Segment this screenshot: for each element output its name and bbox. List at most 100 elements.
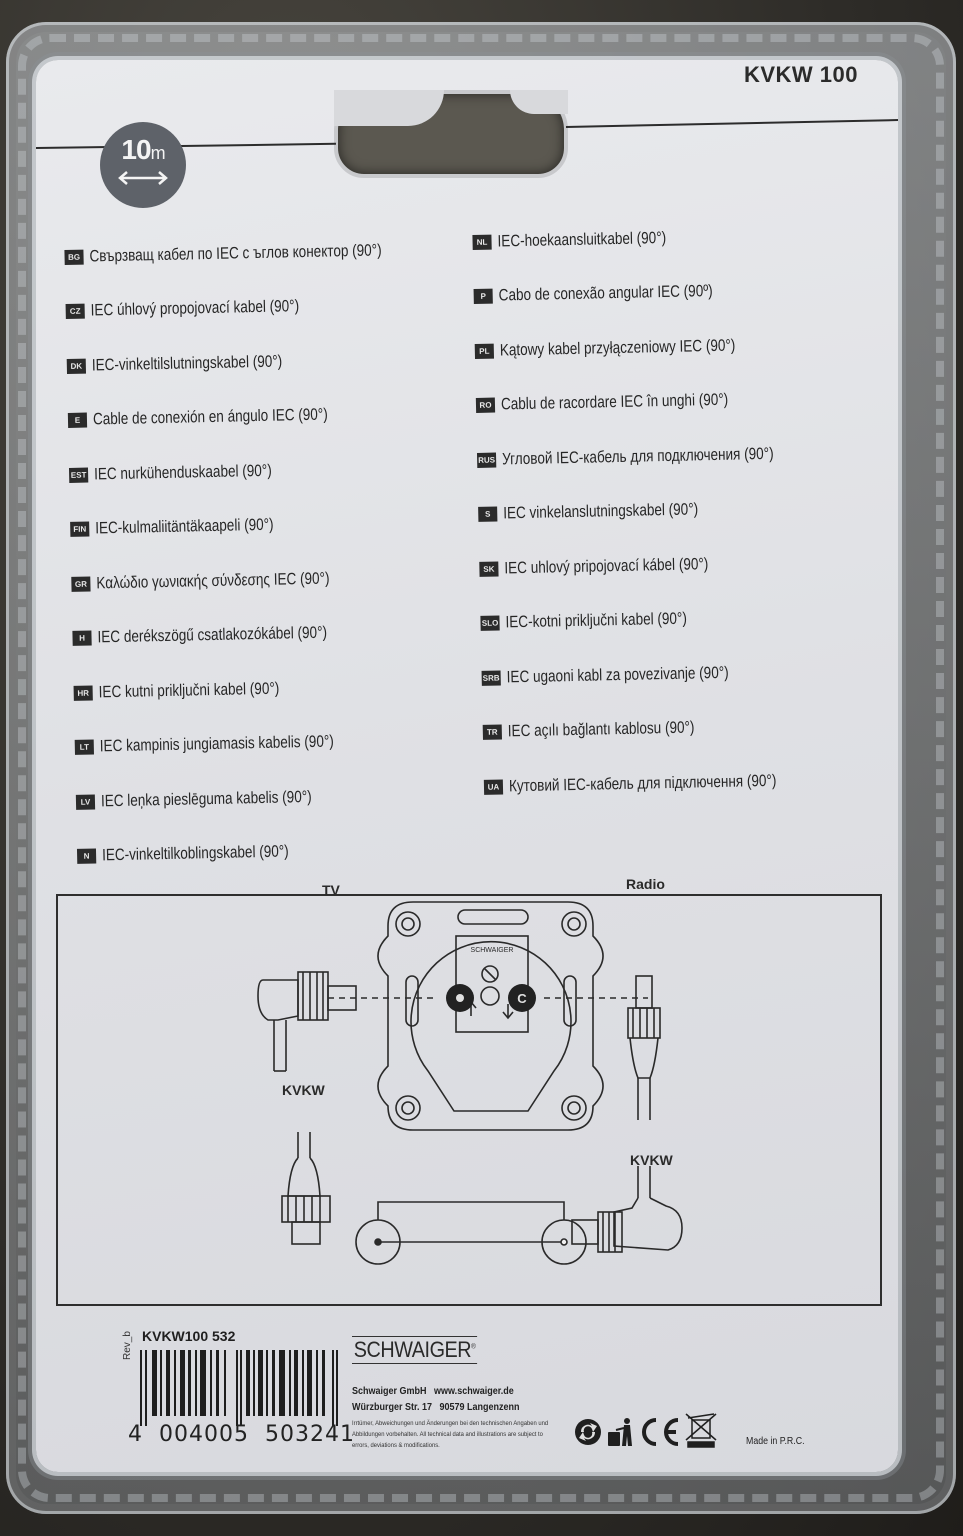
green-dot-icon bbox=[575, 1419, 601, 1445]
hang-hole bbox=[334, 90, 568, 178]
language-item-slo: SLO IEC-kotni priključni kabel (90°) bbox=[480, 589, 837, 651]
language-description: Угловой IEC-кабель для подключения (90°) bbox=[501, 444, 774, 469]
product-card: KVKW 100 10m BG Свързващ кабел по IEC с ъ… bbox=[36, 60, 898, 1472]
language-item-s: S IEC vinkelanslutningskabel (90°) bbox=[478, 480, 835, 542]
language-code-badge: GR bbox=[71, 576, 91, 592]
language-code-badge: NL bbox=[472, 234, 492, 250]
language-item-p: P Cabo de conexão angular IEC (90º) bbox=[473, 262, 830, 324]
weee-bin-icon bbox=[685, 1413, 717, 1448]
barcode-digits: 4 004005 503241 bbox=[128, 1422, 355, 1447]
language-description: IEC leņka pieslēguma kabelis (90°) bbox=[100, 787, 312, 811]
language-code-badge: SRB bbox=[481, 670, 501, 686]
company-line-1: Schwaiger GmbH www.schwaiger.de bbox=[352, 1386, 514, 1397]
language-code-badge: H bbox=[72, 630, 92, 647]
certification-symbols bbox=[575, 1413, 717, 1448]
language-description: IEC ugaoni kabl za povezivanje (90°) bbox=[506, 663, 729, 687]
language-code-badge: P bbox=[473, 288, 493, 305]
language-description: IEC nurkühenduskaabel (90°) bbox=[93, 461, 272, 484]
language-item-bg: BG Свързващ кабел по IEC с ъглов конектор… bbox=[64, 222, 446, 284]
double-arrow-icon bbox=[118, 171, 168, 185]
language-list-right: NL IEC-hoekaansluitkabel (90°) P Cabo de co… bbox=[472, 208, 841, 815]
revision-label: Rev_b bbox=[122, 1331, 133, 1360]
language-list-left: BG Свързващ кабел по IEC с ъглов конектор… bbox=[64, 222, 459, 884]
blister-ridge bbox=[18, 34, 944, 1502]
language-code-badge: PL bbox=[474, 343, 495, 359]
language-description: IEC vinkelanslutningskabel (90°) bbox=[503, 500, 699, 523]
brand-logo: SCHWAIGER® bbox=[352, 1336, 478, 1364]
article-code: KVKW100 532 bbox=[142, 1328, 236, 1344]
language-code-badge: HR bbox=[73, 685, 93, 701]
language-code-badge: LV bbox=[75, 794, 96, 810]
language-code-badge: BG bbox=[64, 249, 84, 265]
language-item-sk: SK IEC uhlový pripojovací kábel (90°) bbox=[479, 534, 836, 596]
language-description: Cabo de conexão angular IEC (90º) bbox=[498, 282, 713, 305]
disclaimer: Irrtümer, Abweichungen und Änderungen be… bbox=[352, 1420, 549, 1449]
company-line-2: Würzburger Str. 17 90579 Langenzenn bbox=[352, 1402, 520, 1413]
language-description: IEC-hoekaansluitkabel (90°) bbox=[497, 228, 667, 251]
diagram-illustration: C SCHWAIGER bbox=[257, 901, 683, 1265]
language-item-fin: FIN IEC-kulmaliitäntäkaapeli (90°) bbox=[70, 494, 452, 556]
svg-text:C: C bbox=[517, 991, 527, 1006]
language-description: IEC-vinkeltilkoblingskabel (90°) bbox=[101, 842, 289, 865]
language-description: Καλώδιο γωνιακής σύνδεσης IEC (90°) bbox=[96, 569, 330, 593]
header-rule-right bbox=[565, 118, 898, 128]
language-code-badge: SK bbox=[479, 561, 499, 577]
language-description: IEC uhlový pripojovací kábel (90°) bbox=[504, 554, 709, 578]
label-kvkw-left: KVKW bbox=[282, 1082, 325, 1098]
language-item-hr: HR IEC kutni priključni kabel (90°) bbox=[73, 658, 455, 720]
language-item-cz: CZ IEC úhlový propojovací kabel (90°) bbox=[65, 277, 447, 339]
model-number: KVKW 100 bbox=[743, 62, 858, 87]
language-description: IEC derékszögű csatlakozókábel (90°) bbox=[97, 623, 328, 647]
language-code-badge: E bbox=[67, 412, 88, 429]
language-code-badge: DK bbox=[66, 358, 87, 374]
label-radio: Radio bbox=[626, 876, 665, 892]
language-code-badge: LT bbox=[74, 739, 94, 756]
tidy-man-icon bbox=[608, 1418, 632, 1446]
language-code-badge: TR bbox=[482, 724, 502, 741]
language-item-h: H IEC derékszögű csatlakozókábel (90°) bbox=[72, 603, 454, 665]
language-description: IEC kampinis jungiamasis kabelis (90°) bbox=[99, 732, 334, 756]
language-description: Кутовий IEC-кабель для підключення (90°) bbox=[508, 771, 777, 796]
language-item-srb: SRB IEC ugaoni kabl za povezivanje (90°) bbox=[481, 643, 838, 705]
language-description: Cable de conexión en ángulo IEC (90°) bbox=[92, 405, 328, 429]
svg-text:SCHWAIGER: SCHWAIGER bbox=[471, 947, 514, 954]
language-item-tr: TR IEC açılı bağlantı kablosu (90°) bbox=[482, 698, 839, 760]
language-description: IEC açılı bağlantı kablosu (90°) bbox=[507, 718, 695, 741]
connection-diagram: C SCHWAIGER TV Radio KVKW KVKW bbox=[56, 876, 882, 1306]
made-in-label: Made in P.R.C. bbox=[746, 1436, 805, 1447]
language-code-badge: RUS bbox=[476, 452, 497, 468]
length-value: 10m bbox=[121, 134, 165, 165]
language-code-badge: S bbox=[478, 506, 498, 523]
language-code-badge: SLO bbox=[480, 615, 500, 632]
language-description: IEC-kotni priključni kabel (90°) bbox=[505, 609, 688, 632]
language-description: IEC-kulmaliitäntäkaapeli (90°) bbox=[95, 515, 274, 538]
wall-socket-plate bbox=[377, 901, 604, 1131]
language-description: IEC-vinkeltilslutningskabel (90°) bbox=[91, 352, 283, 375]
language-item-lt: LT IEC kampinis jungiamasis kabelis (90°) bbox=[74, 712, 456, 774]
label-kvkw-right: KVKW bbox=[630, 1152, 673, 1168]
language-item-gr: GR Καλώδιο γωνιακής σύνδεσης IEC (90°) bbox=[71, 549, 453, 611]
ce-mark-icon bbox=[642, 1418, 679, 1446]
language-description: IEC kutni priključni kabel (90°) bbox=[98, 679, 280, 702]
barcode bbox=[140, 1350, 338, 1426]
language-description: Cablu de racordare IEC în unghi (90°) bbox=[500, 390, 729, 414]
length-badge: 10m bbox=[100, 122, 186, 208]
label-tv: TV bbox=[322, 882, 340, 898]
language-code-badge: UA bbox=[483, 779, 504, 795]
language-description: IEC úhlový propojovací kabel (90°) bbox=[90, 297, 300, 320]
language-code-badge: RO bbox=[475, 397, 496, 414]
language-description: Свързващ кабел по IEC с ъглов конектор (… bbox=[89, 241, 382, 266]
language-code-badge: CZ bbox=[65, 303, 85, 320]
language-description: Kątowy kabel przyłączeniowy IEC (90°) bbox=[499, 336, 736, 360]
language-code-badge: FIN bbox=[70, 521, 90, 538]
language-code-badge: N bbox=[76, 848, 97, 865]
